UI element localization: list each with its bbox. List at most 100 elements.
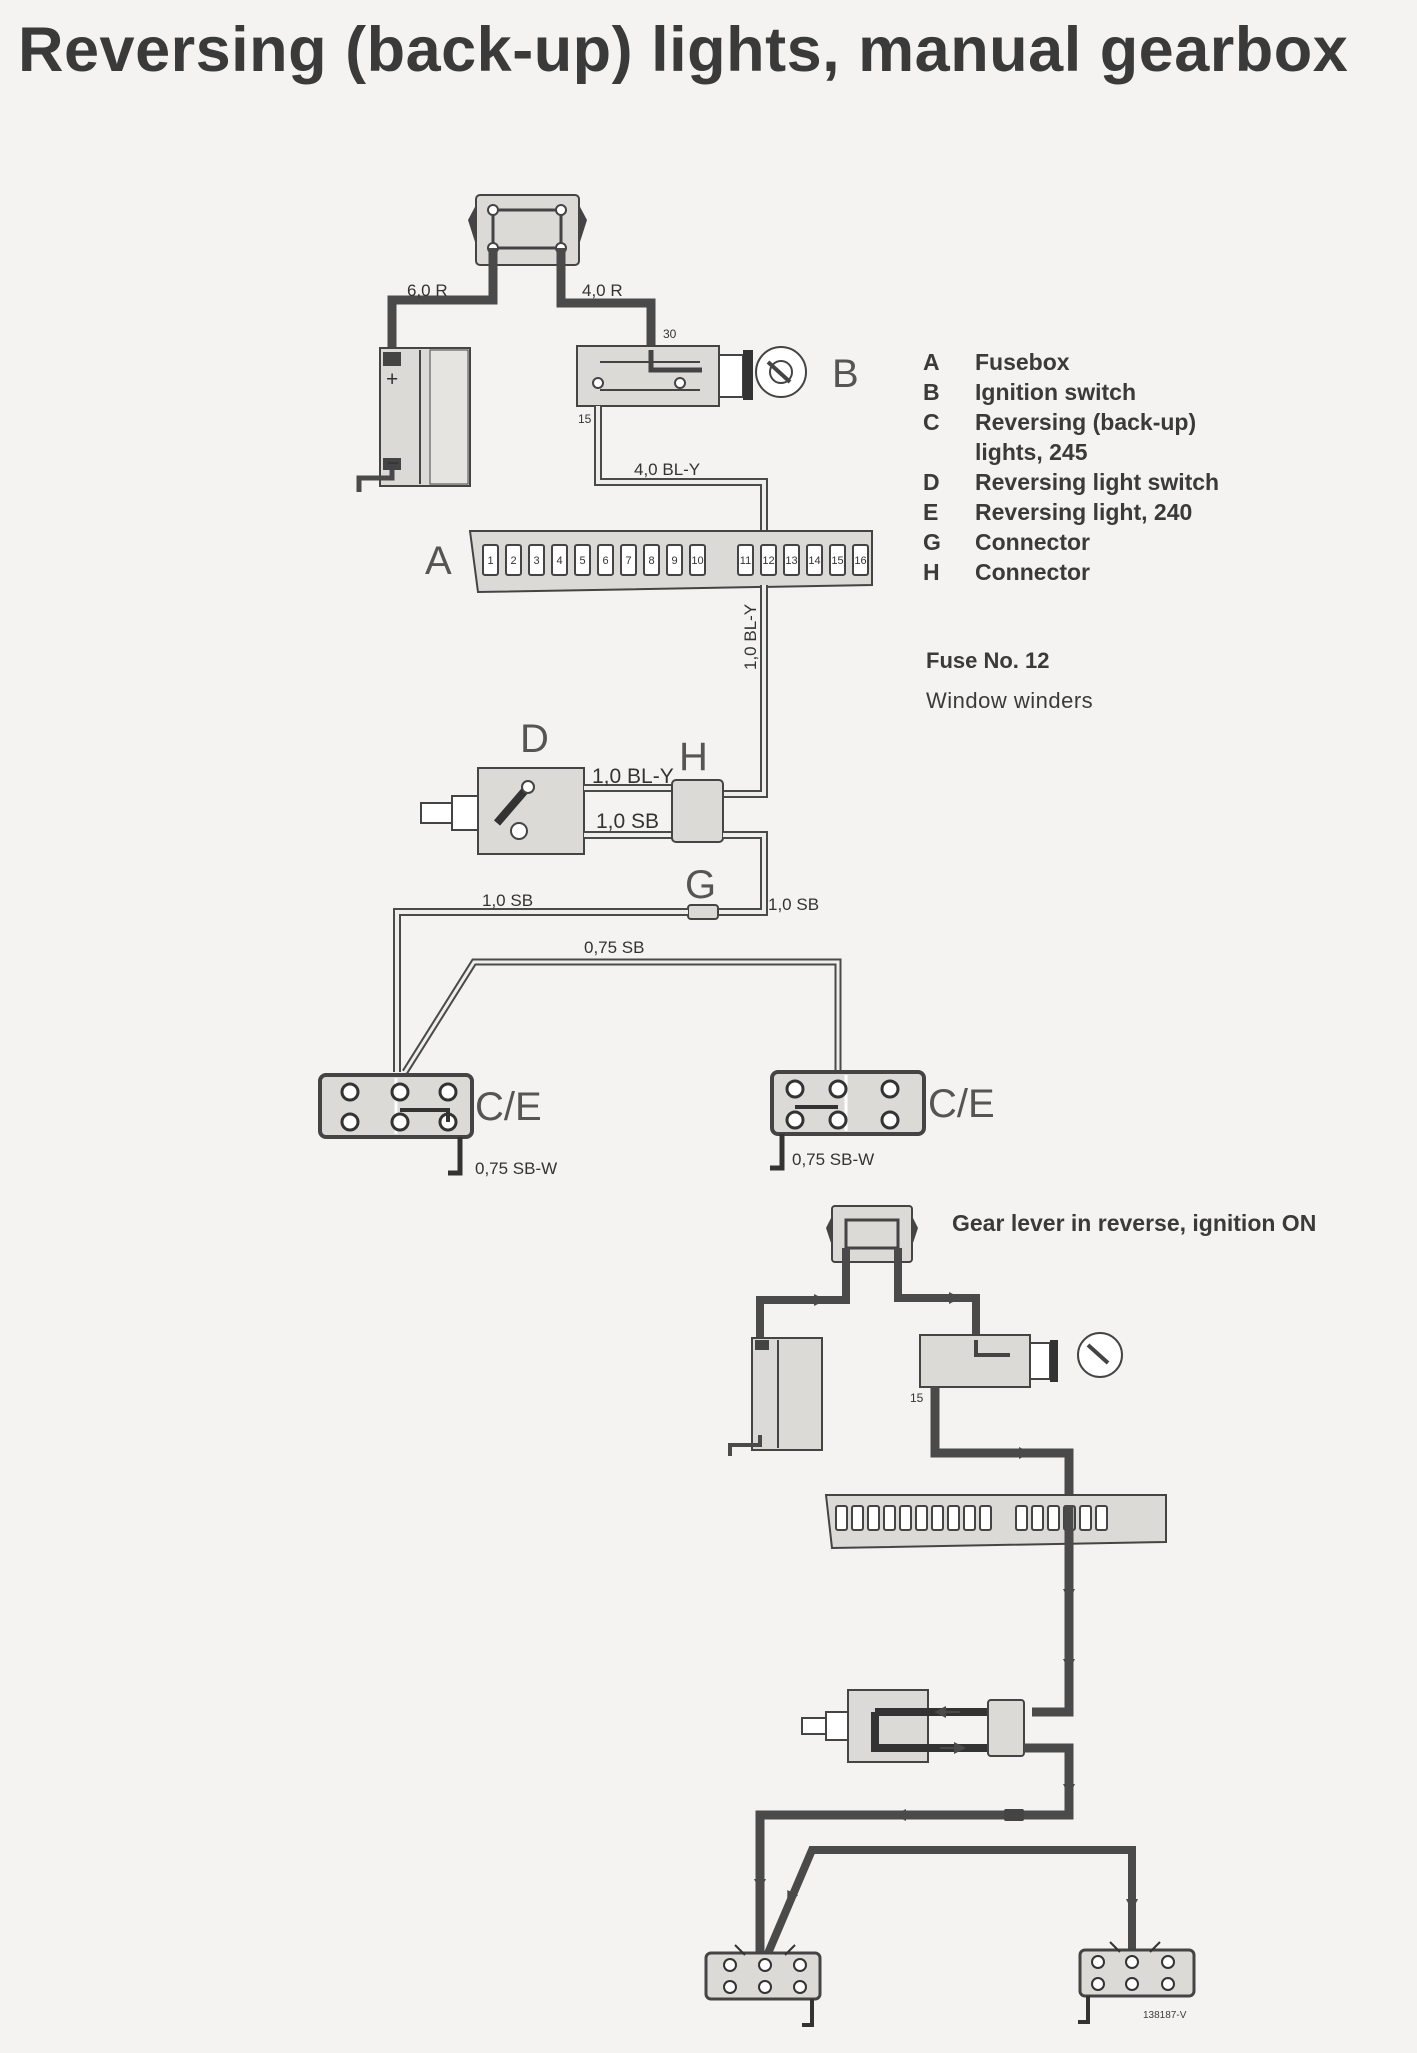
fuse-slot [867,1505,880,1531]
label-a: A [425,539,452,583]
fuse-number: 11 [740,555,751,567]
legend-text: Ignition switch [975,379,1136,405]
wire-label-10sb-right: 1,0 SB [768,895,819,914]
wire-label-10bly-switch: 1,0 BL-Y [592,765,674,788]
legend-row: D Reversing light switch [923,467,1265,497]
label-g: G [685,863,716,907]
fuse-slot [1015,1505,1028,1531]
legend-text: Reversing (back-up) lights, 245 [975,409,1197,465]
fuse-number: 10 [691,555,703,567]
fuse-note-description: Window winders [926,688,1094,713]
fuse-slot [1079,1505,1092,1531]
fuse-slot [979,1505,992,1531]
fuse-number: 7 [625,555,631,567]
reference-code: 138187-V [1143,2010,1187,2021]
legend-row: A Fusebox [923,347,1265,377]
fuse-number: 3 [533,555,539,567]
fuse-slot [947,1505,960,1531]
label-b: B [832,352,859,396]
ignition-switch: 30 15 [576,327,807,426]
fuse-number: 6 [602,555,608,567]
flow-reversing-light-right [1078,1941,1196,2024]
reversing-light-switch [420,767,585,855]
fuse-number: 4 [556,555,562,567]
fuse-slot [851,1505,864,1531]
legend-text: Connector [975,559,1090,585]
fuse-slot [835,1505,848,1531]
connector-h [671,779,724,843]
wire-label-40bly: 4,0 BL-Y [634,460,700,479]
fuse-slot [806,544,823,576]
legend-text: Fusebox [975,349,1070,375]
reversing-light-right [770,1070,926,1171]
battery-plus-label: + [386,368,398,391]
flow-relay-block [826,1205,918,1263]
wire-label-075sbw-left: 0,75 SB-W [475,1159,557,1178]
legend-letter: E [923,499,939,525]
fuse-number: 13 [785,555,797,567]
wire-label-40r: 4,0 R [582,281,623,300]
fuse-slot [689,544,706,576]
legend-letter: G [923,529,941,555]
wiring-top: + − 30 15 B 6,0 R 4,0 R 4,0 BL-Y [318,194,995,1178]
fuse-slot [737,544,754,576]
legend-letter: H [923,559,940,585]
legend-letter: D [923,469,940,495]
current-flow-diagram: 15 [704,1205,1196,2027]
flow-connector-h [987,1699,1025,1757]
terminal-15-label: 15 [578,412,592,426]
fuse-slot [597,544,614,576]
page-title: Reversing (back-up) lights, manual gearb… [18,15,1349,85]
legend-letter: C [923,409,940,435]
wire-label-10sb-switch: 1,0 SB [596,810,659,833]
fuse-number: 16 [854,555,866,567]
flow-battery [728,1337,823,1456]
fuse-number: 2 [510,555,516,567]
flow-fusebox [824,1494,1167,1550]
connector-g [687,904,719,920]
legend-letter: A [923,349,940,375]
fuse-slot [1095,1505,1108,1531]
fuse-number: 14 [808,555,820,567]
fuse-slot [760,544,777,576]
legend-text: Connector [975,529,1090,555]
fuse-note-title: Fuse No. 12 [926,648,1050,673]
fuse-slot [915,1505,928,1531]
top-relay-block [468,194,587,266]
legend-text: Reversing light switch [975,469,1220,495]
flow-terminal-15-label: 15 [910,1391,924,1405]
fuse-slot [620,544,637,576]
fuse-number: 5 [579,555,585,567]
fuse-number: 8 [648,555,654,567]
state-caption: Gear lever in reverse, ignition ON [952,1210,1317,1236]
fuse-number: 15 [831,555,843,567]
fuse-slot [783,544,800,576]
fuse-slot [829,544,846,576]
fuse-slot [852,544,869,576]
fuse-slot [643,544,660,576]
fuse-slot [1047,1505,1060,1531]
flow-reversing-light-left [704,1944,822,2027]
fuse-note: Fuse No. 12 Window winders [926,648,1093,714]
fuse-slot [931,1505,944,1531]
battery-minus-label: − [387,452,399,475]
wire-label-075sb: 0,75 SB [584,938,645,957]
fuse-slot [551,544,568,576]
fuse-slot [1031,1505,1044,1531]
label-ce-right: C/E [928,1082,995,1126]
fuse-number: 1 [487,555,493,567]
fuse-slot [482,544,499,576]
wire-label-075sbw-right: 0,75 SB-W [792,1150,874,1169]
fuse-slot [963,1505,976,1531]
flow-ignition-switch: 15 [910,1332,1123,1405]
fuse-number: 12 [762,555,774,567]
terminal-30-label: 30 [663,327,677,341]
fuse-slot [666,544,683,576]
fuse-slot [899,1505,912,1531]
fuse-number: 9 [671,555,677,567]
